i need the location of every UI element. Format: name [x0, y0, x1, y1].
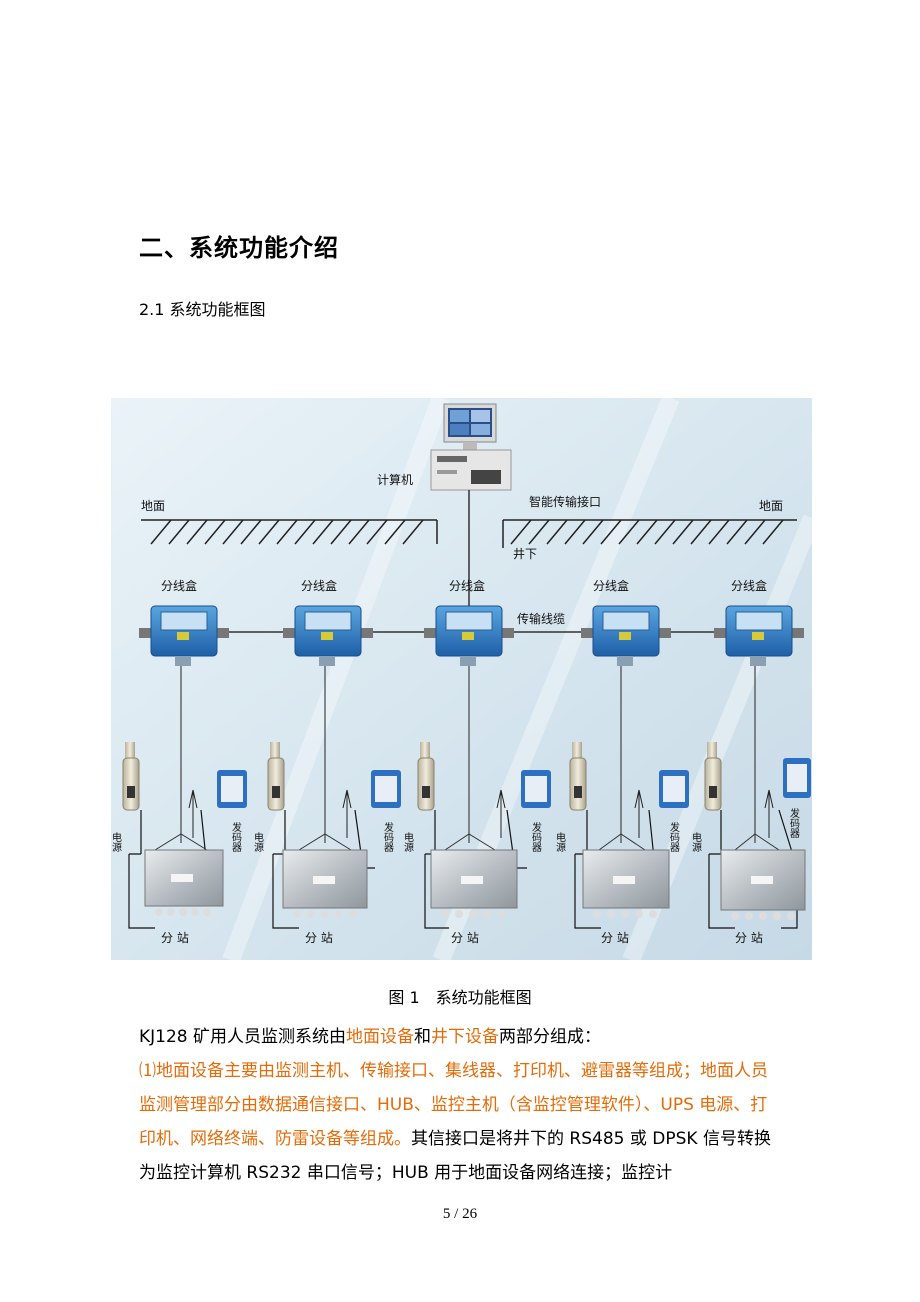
paragraph-surface-equipment: ⑴地面设备主要由监测主机、传输接口、集线器、打印机、避雷器等组成；地面人员监测管… [139, 1054, 781, 1190]
station-group-1 [122, 742, 247, 929]
junction-box-3 [424, 605, 514, 666]
substation-label-5: 分 站 [735, 931, 763, 945]
paragraph-intro: KJ128 矿用人员监测系统由地面设备和井下设备两部分组成： [139, 1020, 781, 1054]
underground-label: 井下 [513, 547, 537, 561]
transmitter-label-3: 发码器 [530, 821, 542, 853]
highlight-underground-equipment: 井下设备 [431, 1027, 500, 1047]
intro-text-1: KJ128 矿用人员监测系统由 [139, 1027, 347, 1047]
surface-label-right: 地面 [759, 499, 783, 513]
junction-box-2 [283, 605, 373, 666]
ground-line-left [141, 519, 438, 545]
cable-label: 传输线缆 [517, 611, 565, 626]
junction-box-label-5: 分线盒 [731, 578, 767, 593]
subsection-title: 2.1 系统功能框图 [139, 300, 266, 319]
power-label-3: 电源 [402, 831, 414, 853]
ground-line-right [502, 519, 797, 548]
substation-label-2: 分 站 [305, 931, 333, 945]
junction-box-label-1: 分线盒 [161, 578, 197, 593]
substation-label-3: 分 站 [451, 931, 479, 945]
surface-label-left: 地面 [141, 499, 165, 513]
intro-text-2: 和 [414, 1027, 432, 1047]
junction-box-label-3: 分线盒 [449, 578, 485, 593]
transmitter-label-5: 发码器 [788, 807, 800, 839]
highlight-surface-equipment: 地面设备 [346, 1027, 415, 1047]
computer-label: 计算机 [377, 472, 413, 487]
junction-box-label-2: 分线盒 [301, 578, 337, 593]
drop-cables [180, 666, 756, 843]
interface-description-text: 其信接口是将井下的 RS485 或 DPSK 信号转换为监控计算机 RS232 … [139, 1129, 771, 1183]
page-number: 5 / 26 [442, 1206, 478, 1222]
system-block-diagram: 地面 地面 智能传输接口 井下 计算机 传输线缆 [111, 398, 812, 960]
junction-box-1 [139, 605, 229, 666]
power-label-1: 电源 [111, 831, 122, 853]
transmitter-label-1: 发码器 [230, 821, 242, 853]
power-label-4: 电源 [554, 831, 566, 853]
station-group-2 [267, 742, 401, 929]
section-title: 二、系统功能介绍 [139, 234, 339, 262]
power-label-2: 电源 [252, 831, 264, 853]
junction-box-label-4: 分线盒 [593, 578, 629, 593]
station-group-3 [417, 742, 551, 929]
power-label-5: 电源 [690, 831, 702, 853]
substation-label-4: 分 站 [601, 931, 629, 945]
transmitter-label-2: 发码器 [382, 821, 394, 853]
junction-box-4 [581, 605, 671, 666]
junction-box-5 [714, 605, 804, 666]
station-group-4 [569, 742, 689, 929]
intro-text-3: 两部分组成： [499, 1027, 602, 1047]
station-group-5 [704, 742, 811, 929]
figure-caption: 图 1 系统功能框图 [388, 988, 532, 1007]
computer [430, 403, 512, 491]
surface-equipment-text: ⑴地面设备主要由监测主机、传输接口、集线器、打印机、避雷器等组成；地面人员监测管… [139, 1061, 768, 1149]
transmitter-label-4: 发码器 [668, 821, 680, 853]
interface-label: 智能传输接口 [529, 494, 601, 509]
substation-label-1: 分 站 [161, 931, 189, 945]
